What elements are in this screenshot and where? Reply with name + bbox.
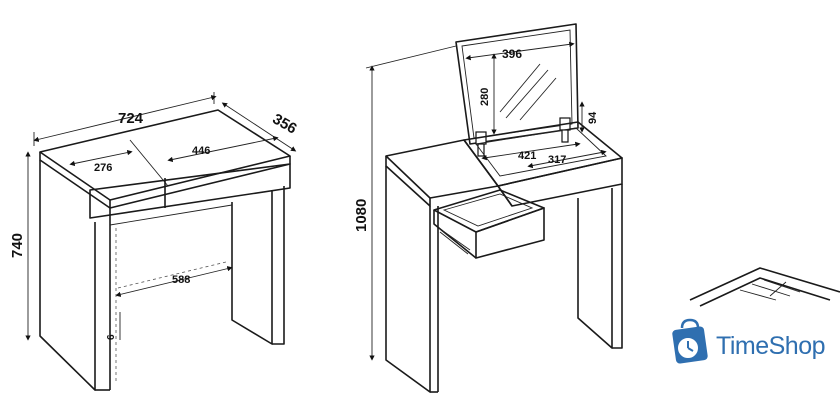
brand-name: TimeShop bbox=[716, 332, 826, 360]
mirror-frame bbox=[455, 23, 579, 145]
dim-drawer-left-276: 276 bbox=[94, 162, 112, 174]
dim-tray-317: 317 bbox=[548, 154, 566, 166]
dim-depth-356: 356 bbox=[269, 110, 299, 137]
dim-inner-588: 588 bbox=[172, 274, 190, 286]
dim-tray-depth-94: 94 bbox=[587, 111, 599, 124]
dim-tray-421: 421 bbox=[518, 150, 536, 162]
dim-width-724: 724 bbox=[118, 110, 144, 127]
detail-fragment bbox=[689, 267, 840, 307]
right-dressing-table: 396 280 1080 421 317 94 bbox=[353, 23, 623, 393]
dim-drawer-right-446: 446 bbox=[192, 145, 210, 157]
dim-height-740: 740 bbox=[9, 233, 26, 258]
dim-leg-6: 6 bbox=[106, 334, 117, 340]
open-drawer bbox=[433, 189, 545, 233]
left-drawer-front bbox=[89, 163, 291, 219]
timeshop-logo: TimeShop bbox=[668, 318, 838, 378]
shopping-bag-clock-icon bbox=[672, 318, 708, 364]
left-dressing-table: 724 356 740 276 446 588 6 bbox=[9, 92, 300, 391]
dim-mirror-width-396: 396 bbox=[502, 47, 522, 61]
dim-height-1080: 1080 bbox=[353, 199, 370, 232]
dim-mirror-height-280: 280 bbox=[479, 88, 491, 106]
